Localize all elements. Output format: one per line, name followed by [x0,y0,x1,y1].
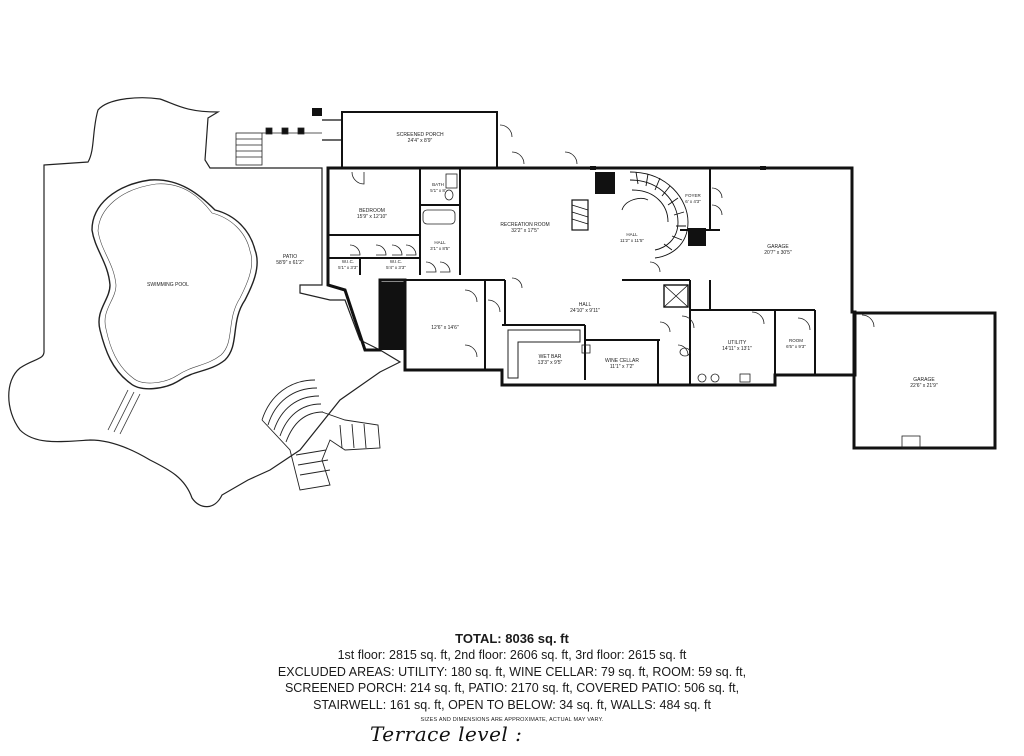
side-garage [852,311,997,450]
elevator [663,284,689,308]
room-label-foyer: FOYER [685,193,701,198]
room-label-garage-side: GARAGE [913,377,935,383]
room-label-wine-cellar: WINE CELLAR [605,358,639,364]
room-dim-wic-1: 5'1" x 3'3" [338,265,358,270]
area-summary: TOTAL: 8036 sq. ft 1st floor: 2815 sq. f… [0,630,1024,727]
room-label-wic-1: W.I.C. [342,259,354,264]
room-label-utility: UTILITY [728,340,747,346]
room-label-hall-main: HALL [579,302,592,308]
floor-areas: 1st floor: 2815 sq. ft, 2nd floor: 2606 … [337,648,687,662]
excluded-areas-line-1: EXCLUDED AREAS: UTILITY: 180 sq. ft, WIN… [277,664,747,679]
disclaimer: SIZES AND DIMENSIONS ARE APPROXIMATE, AC… [420,717,604,723]
floor-plan: SCREENED PORCH 24'4" x 8'9" BEDROOM 15'9… [8,97,997,508]
room-label-hall-stair: HALL [626,232,638,237]
room-label-bath: BATH [432,182,444,187]
room-dim-wine-cellar: 11'1" x 7'2" [610,364,634,370]
room-dim-bedroom: 15'9" x 12'10" [357,214,387,220]
spiral-staircase [621,171,689,259]
handwritten-note: Terrace level : [370,722,523,746]
room-label-hall-small: HALL [434,240,446,245]
room-dim-screened-porch: 24'4" x 8'9" [408,138,433,144]
excluded-areas-line-2: SCREENED PORCH: 214 sq. ft, PATIO: 2170 … [284,681,740,695]
room-dim-recreation-room: 32'2" x 17'5" [511,228,539,234]
room-dim-wic-2: 5'4" x 3'3" [386,265,406,270]
room-label-garage-main: GARAGE [767,244,789,250]
room-label-screened-porch: SCREENED PORCH [396,132,444,138]
room-label-recreation-room: RECREATION ROOM [500,222,549,228]
room-dim-utility: 14'11" x 13'1" [722,346,752,352]
room-dim-center: 12'6" x 14'6" [431,325,459,331]
room-label-wet-bar: WET BAR [539,354,562,360]
room-dim-hall-stair: 11'2" x 11'5" [620,238,644,243]
room-dim-wet-bar: 13'3" x 9'5" [538,360,563,366]
swimming-pool [91,179,258,390]
patio-outline [8,97,402,508]
room-dim-room-small: 6'5" x 9'3" [786,344,806,349]
excluded-areas-line-3: STAIRWELL: 161 sq. ft, OPEN TO BELOW: 34… [313,697,711,712]
room-dim-hall-small: 3'1" x 8'5" [430,246,450,251]
exterior-stair-top [235,127,322,166]
room-dim-garage-side: 22'6" x 21'9" [910,383,938,389]
room-label-swimming-pool: SWIMMING POOL [147,282,189,288]
room-dim-foyer: 6' x 4'3" [685,199,701,204]
room-dim-garage-main: 20'7" x 30'5" [764,250,792,256]
total-area: TOTAL: 8036 sq. ft [455,631,569,646]
room-label-wic-2: W.I.C. [390,259,402,264]
room-dim-hall-main: 24'10" x 9'11" [570,308,600,314]
room-dim-bath: 5'1" x 8' [430,188,446,193]
exterior-stair-curved [261,379,381,491]
room-label-room-small: ROOM [789,338,803,343]
room-label-patio: PATIO [283,254,297,260]
room-dim-patio: 58'9" x 61'2" [276,260,304,266]
room-label-bedroom: BEDROOM [359,208,385,214]
